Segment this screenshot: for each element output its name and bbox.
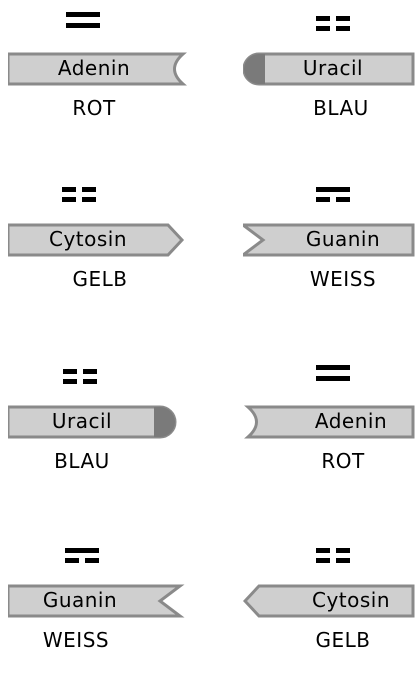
nucleotide-body [8,584,185,618]
base-name: Uracil [302,56,364,80]
nucleotide-shape [243,584,415,618]
base-name: Guanin [42,588,118,612]
base-card-adenin: Adenin ROT [8,10,188,155]
base-name: Adenin [314,409,388,433]
double-bond-icon [316,365,350,381]
bond-line [316,548,330,553]
bond-line [336,16,350,21]
offset-bond-icon [65,548,99,563]
nucleotide-body [8,223,185,257]
double-bond-icon [66,12,100,28]
bond-line [63,379,77,384]
nucleotide-shape [8,52,187,86]
base-name: Adenin [57,56,131,80]
bond-line [82,187,96,192]
base-name: Guanin [305,227,381,251]
nucleotide-body [243,584,415,618]
base-card-guanin: Guanin WEISS [8,542,188,687]
rounded-cap [154,407,175,437]
bond-line [65,548,99,553]
bond-line [66,12,100,17]
nucleotide-shape [243,223,415,257]
base-card-cytosin: Cytosin GELB [8,181,188,326]
bond-line [336,558,350,563]
rounded-cap [244,54,265,84]
bond-line [65,558,79,563]
base-card-uracil: Uracil BLAU [8,363,188,508]
bond-line [316,365,350,370]
nucleotide-shape [8,584,185,618]
base-name: Cytosin [48,227,128,251]
base-color: BLAU [54,449,110,473]
bond-line [316,558,330,563]
offset-bond-icon [316,187,350,202]
bond-line [63,369,77,374]
bond-line [83,379,97,384]
base-card-cytosin: Cytosin GELB [243,542,420,687]
nucleotide-shape [8,223,185,257]
bond-line [336,197,350,202]
base-color: WEISS [309,267,377,291]
bond-line [316,26,330,31]
bond-line [316,187,350,192]
base-card-uracil: Uracil BLAU [243,10,420,155]
bond-line [85,558,99,563]
nucleotide-body [244,405,415,439]
nucleotide-shape [8,405,177,439]
base-name: Uracil [51,409,113,433]
bond-line [336,26,350,31]
nucleotide-body [243,223,415,257]
bond-line [62,187,76,192]
split-bond-icon [62,187,96,202]
bond-line [336,548,350,553]
base-card-adenin: Adenin ROT [243,363,420,508]
base-card-guanin: Guanin WEISS [243,181,420,326]
bond-line [316,376,350,381]
bond-line [66,23,100,28]
base-color: BLAU [313,96,369,120]
split-bond-icon [316,16,350,31]
base-color: WEISS [42,628,110,652]
base-color: GELB [72,267,128,291]
split-bond-icon [63,369,97,384]
nucleotide-shape [243,52,415,86]
bond-line [316,16,330,21]
split-bond-icon [316,548,350,563]
bond-line [83,369,97,374]
base-color: ROT [321,449,365,473]
bond-line [316,197,330,202]
nucleotide-body [8,52,187,86]
base-color: GELB [315,628,371,652]
nucleotide-shape [244,405,415,439]
bond-line [62,197,76,202]
base-name: Cytosin [311,588,391,612]
bond-line [82,197,96,202]
base-color: ROT [72,96,116,120]
